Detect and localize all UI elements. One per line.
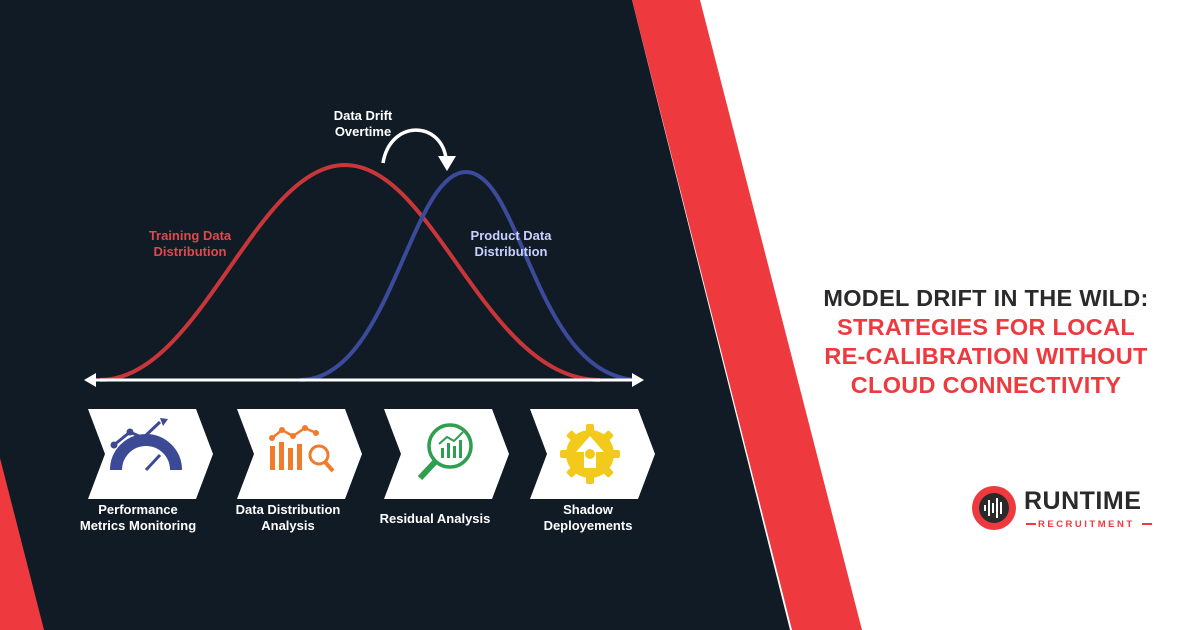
product-distribution-curve	[299, 169, 641, 382]
axis-arrow-right-icon	[632, 373, 644, 387]
step-4-line1: Shadow	[563, 502, 613, 517]
training-distribution-label: Training Data Distribution	[125, 228, 255, 260]
product-label-line1: Product Data	[470, 228, 552, 243]
step-label-residual: Residual Analysis	[355, 511, 515, 527]
axis-arrow-left-icon	[84, 373, 96, 387]
drift-arrowhead-icon	[438, 156, 456, 171]
step-2-line1: Data Distribution	[235, 502, 341, 517]
step-label-performance: Performance Metrics Monitoring	[58, 502, 218, 534]
training-label-line1: Training Data	[148, 228, 232, 243]
drift-label-line1: Data Drift	[333, 108, 393, 123]
logo-mark-icon	[972, 486, 1152, 530]
headline-line-1: MODEL DRIFT IN THE WILD:	[823, 285, 1149, 311]
training-label-line2: Distribution	[153, 244, 227, 259]
runtime-recruitment-logo[interactable]: RUNTIME RECRUITMENT	[972, 486, 1162, 538]
step-chevron-1	[88, 409, 213, 499]
step-label-data-distribution: Data Distribution Analysis	[208, 502, 368, 534]
step-1-line1: Performance	[98, 502, 178, 517]
red-corner	[0, 458, 44, 630]
logo-subtitle: RECRUITMENT	[1038, 519, 1135, 530]
drift-label-line2: Overtime	[334, 124, 392, 139]
headline-line-4: CLOUD CONNECTIVITY	[850, 372, 1122, 398]
step-3-line1: Residual Analysis	[379, 511, 491, 526]
step-2-line2: Analysis	[261, 518, 315, 533]
red-band	[632, 0, 862, 630]
training-distribution-curve	[99, 162, 601, 382]
logo-title: RUNTIME	[1024, 487, 1142, 515]
drift-label: Data Drift Overtime	[318, 108, 408, 140]
headline-line-2: STRATEGIES FOR LOCAL	[836, 314, 1135, 340]
bar-chart-magnifier-icon	[269, 425, 335, 473]
step-1-line2: Metrics Monitoring	[79, 518, 197, 533]
product-distribution-label: Product Data Distribution	[446, 228, 576, 260]
step-chevron-3	[384, 409, 509, 499]
product-label-line2: Distribution	[474, 244, 548, 259]
step-label-shadow: Shadow Deployements	[508, 502, 668, 534]
step-4-line2: Deployements	[543, 518, 633, 533]
speedometer-icon	[110, 418, 182, 472]
gear-arrow-icon	[560, 424, 620, 484]
magnifier-chart-icon	[417, 423, 473, 481]
drift-arrow-icon	[381, 128, 448, 164]
headline-line-3: RE-CALIBRATION WITHOUT	[824, 343, 1148, 369]
